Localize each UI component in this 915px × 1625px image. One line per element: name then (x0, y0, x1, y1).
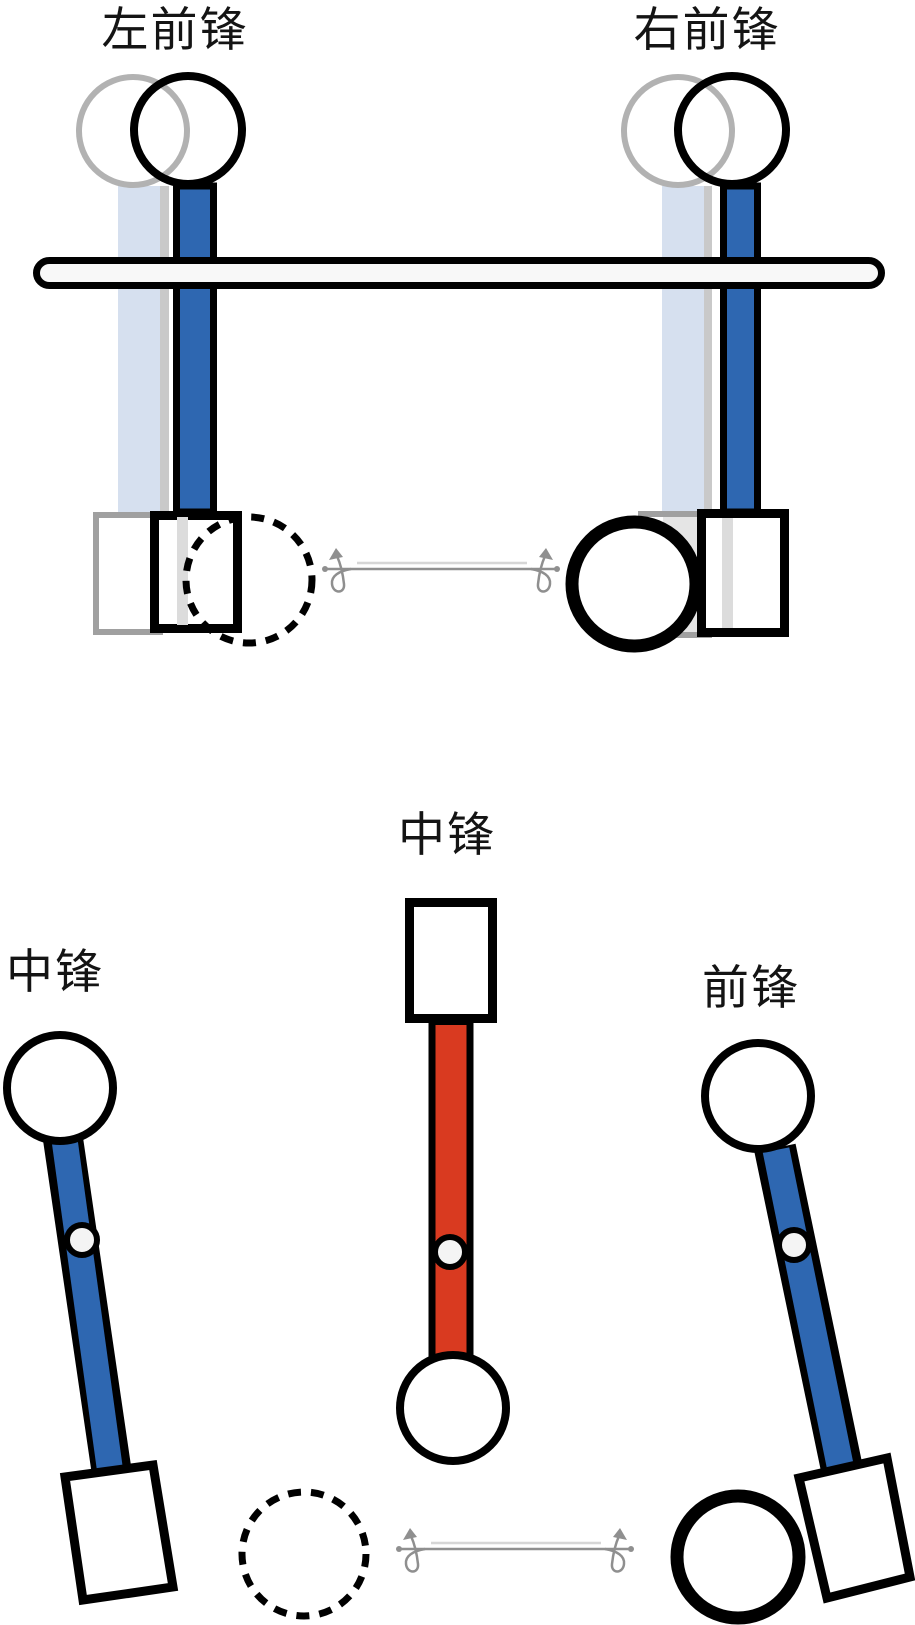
pivot-dot (432, 1234, 468, 1270)
motion-arrow-icon (394, 1526, 636, 1573)
ghost-figure (76, 74, 190, 635)
figure-center-forward-left: 中锋 (3, 945, 179, 1606)
head-circle (701, 1039, 815, 1153)
ghost-head-circle (76, 74, 190, 188)
player-rod (173, 182, 217, 516)
figure-label: 右前锋 (634, 3, 781, 56)
figure-center-forward-middle: 中锋 (396, 808, 510, 1465)
head-circle (130, 72, 246, 188)
figure-label: 前锋 (702, 961, 800, 1014)
top-row: 左前锋 右前锋 (33, 3, 885, 653)
motion-arrow-icon (320, 546, 562, 593)
pivot-dot (64, 1222, 100, 1258)
head-circle (3, 1031, 117, 1145)
bottom-row: 中锋 中锋 前锋 (3, 808, 915, 1625)
foot-square (59, 1459, 179, 1606)
player-rod (720, 182, 761, 516)
ball-solid-outline (670, 1489, 806, 1625)
figure-label: 中锋 (6, 945, 104, 998)
foot-square (793, 1452, 915, 1604)
figure-forward-right: 前锋 (670, 961, 915, 1625)
ball-solid-outline (565, 515, 703, 653)
ball-dashed-outline (182, 513, 316, 647)
ball-dashed-outline (238, 1488, 370, 1620)
head-circle (396, 1351, 510, 1465)
foot-square (150, 511, 242, 633)
foot-square (405, 898, 497, 1023)
rod-shadow-stripe (177, 517, 188, 625)
pivot-dot (776, 1227, 812, 1263)
figure-left-forward: 左前锋 (76, 3, 316, 647)
foot-square (697, 509, 789, 637)
ghost-foot-square (93, 512, 163, 635)
figure-label: 左前锋 (102, 3, 249, 56)
figure-label: 中锋 (398, 808, 496, 861)
crossbar (33, 257, 885, 289)
ghost-head-circle (621, 74, 735, 188)
head-circle (674, 72, 790, 188)
rod-shadow-stripe (722, 518, 733, 628)
